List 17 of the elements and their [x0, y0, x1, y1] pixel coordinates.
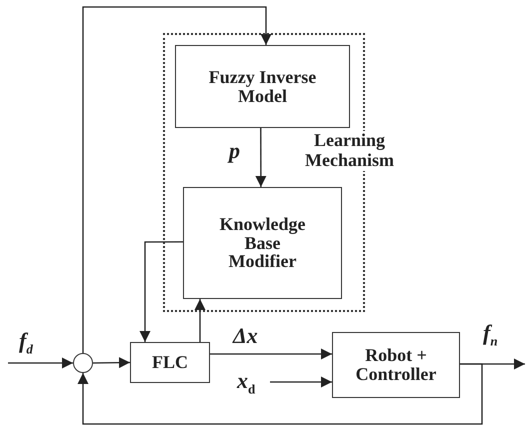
block-box: Robot + Controller — [332, 332, 460, 398]
arrow — [270, 376, 332, 388]
sum-junction — [73, 353, 93, 373]
edge-label: f$_{n}$ — [482, 322, 499, 348]
arrow — [78, 363, 483, 425]
arrow — [8, 358, 73, 368]
block-box: FLC — [130, 342, 210, 383]
arrow — [255, 128, 266, 187]
arrow — [82, 6, 272, 353]
arrow — [210, 348, 332, 360]
block-box: Knowledge Base Modifier — [183, 187, 342, 299]
edge-label: f$_{d}$ — [18, 330, 34, 356]
group-title: Learning Mechanism — [305, 131, 394, 171]
block-box: Fuzzy Inverse Model — [175, 45, 350, 128]
arrow — [140, 241, 183, 342]
arrow — [93, 357, 130, 368]
arrow — [194, 299, 206, 342]
